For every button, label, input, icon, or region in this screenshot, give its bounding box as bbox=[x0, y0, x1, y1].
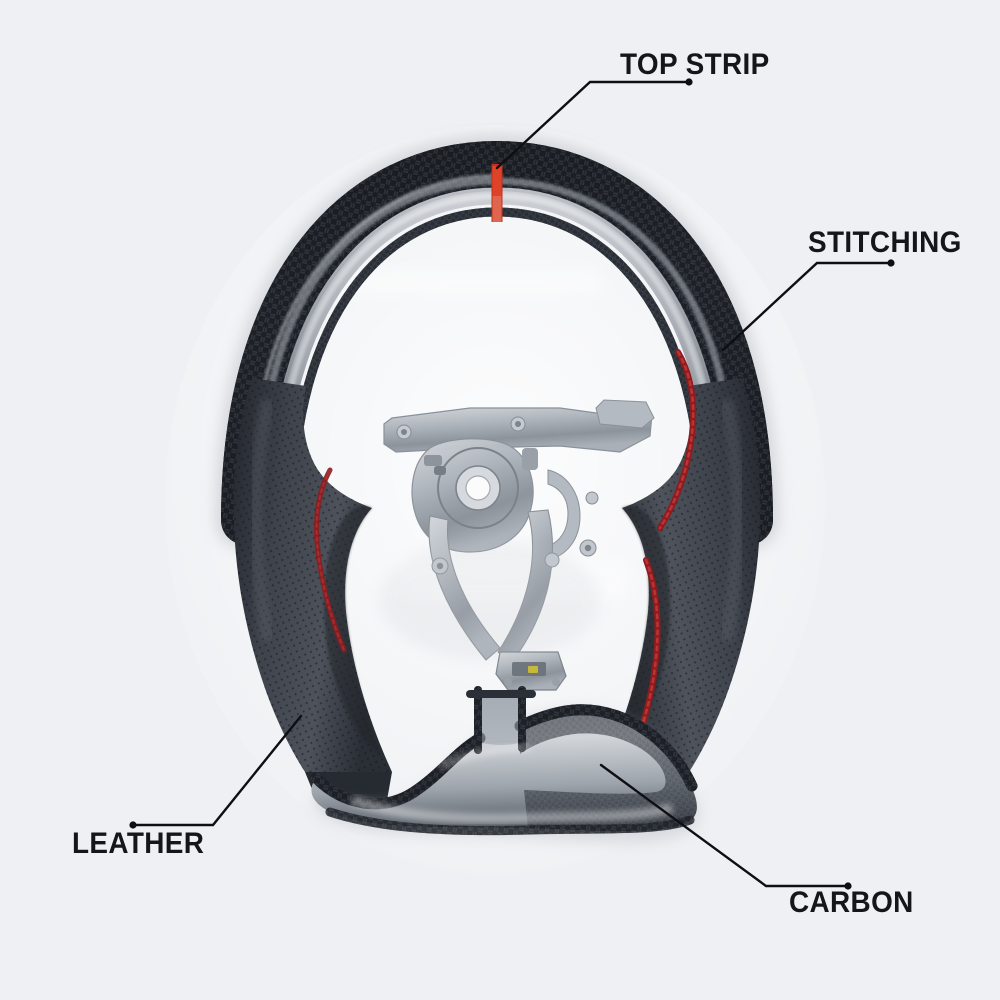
leader-stitching bbox=[721, 259, 895, 352]
leader-carbon bbox=[599, 763, 852, 890]
leather-grip-left bbox=[233, 378, 392, 806]
callout-label-stitching: STITCHING bbox=[808, 226, 962, 259]
leader-leather bbox=[129, 714, 303, 829]
red-stitching-upper bbox=[657, 349, 697, 531]
wheel-rim-upper bbox=[215, 133, 779, 549]
wheel-armature bbox=[380, 399, 655, 691]
leather-grip-right bbox=[602, 349, 761, 806]
bottom-carbon-section bbox=[310, 686, 700, 843]
leader-top-strip bbox=[495, 78, 693, 170]
callout-label-carbon: CARBON bbox=[789, 886, 914, 919]
callout-label-top-strip: TOP STRIP bbox=[620, 48, 770, 81]
callout-leader-lines bbox=[129, 78, 895, 890]
callout-label-leather: LEATHER bbox=[72, 827, 205, 860]
